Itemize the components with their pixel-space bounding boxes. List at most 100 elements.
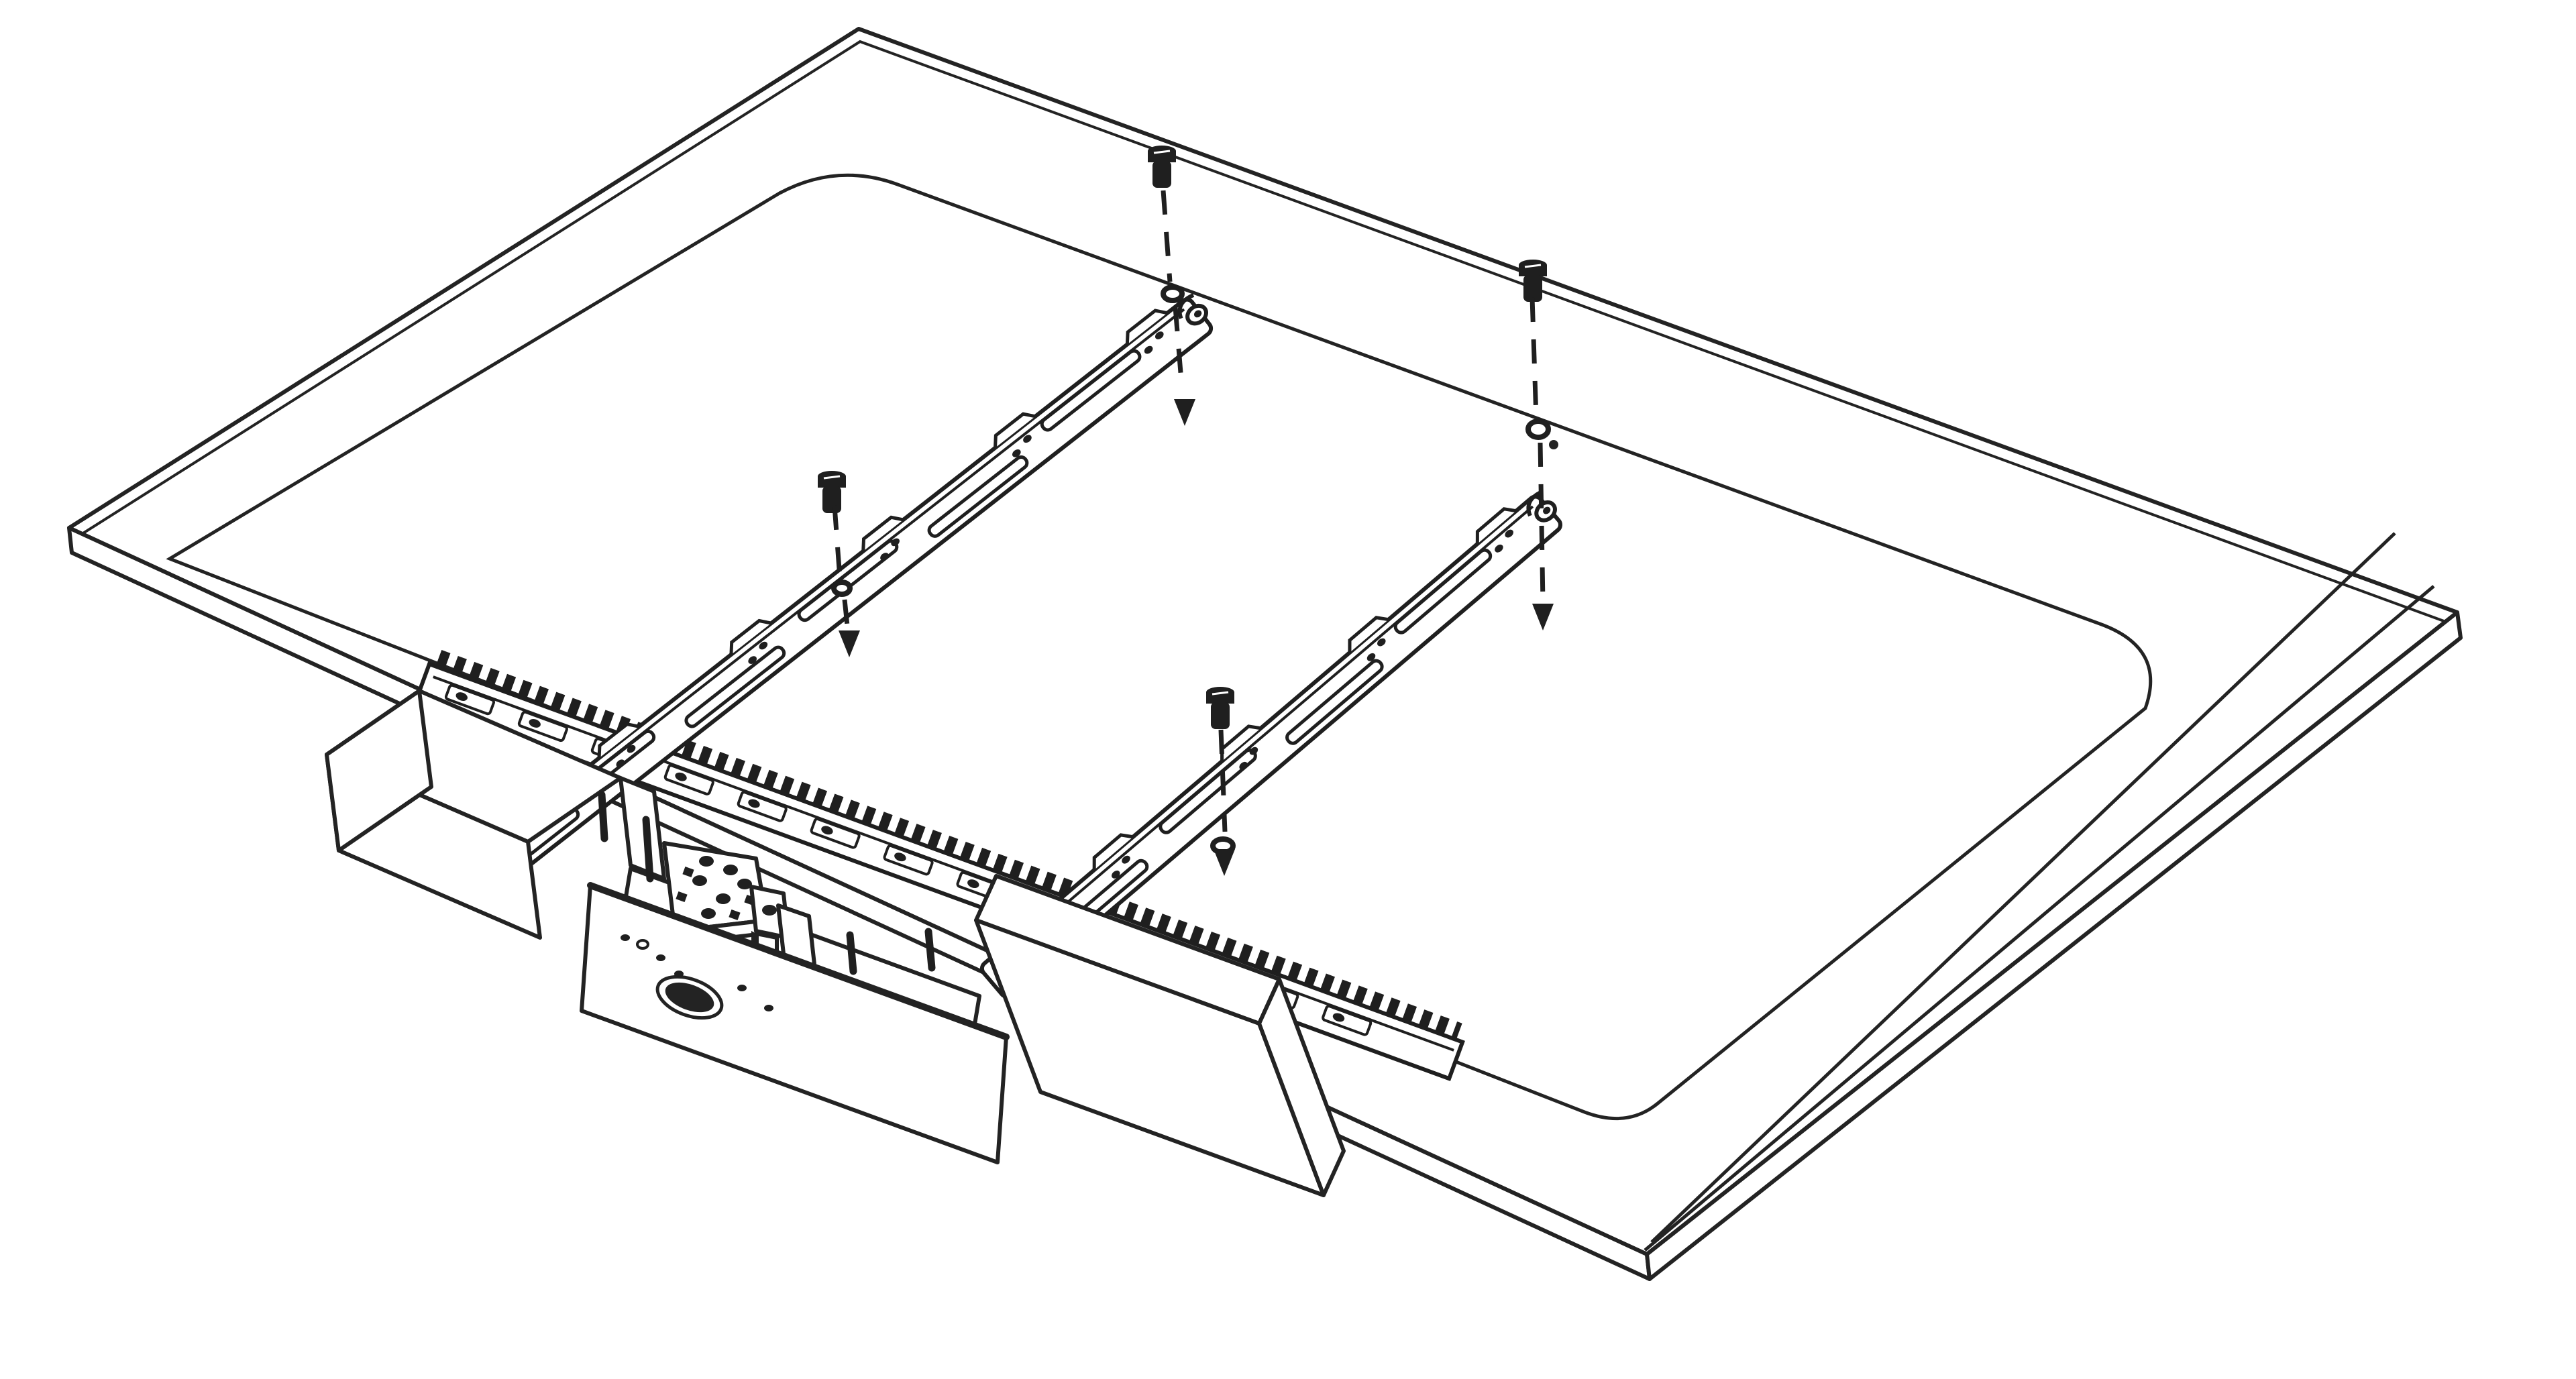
screw-body [1523,275,1542,302]
fascia-dot [674,971,684,977]
rail-clip [1092,833,1134,871]
arrow-down-icon [1532,604,1554,630]
dashed-leader-line [832,505,843,579]
panel-ledge-line-inner [1650,532,2396,1244]
rail-clip [861,515,904,551]
rail-rivet [1122,855,1130,864]
rail-end-tab [1177,293,1195,319]
rail-rivet [1249,747,1258,755]
washer-icon [1525,419,1551,440]
crossbar-hook [455,692,468,701]
fasteners-layer [818,146,1554,876]
crossbar-slot [1322,1005,1373,1036]
screw-body [822,486,841,513]
right-spacer-block [974,874,1346,1197]
left-box-side [325,689,433,852]
crossbar-hook [894,852,906,862]
fascia-marks [621,934,773,1011]
rail-rivet [616,759,625,768]
dashed-leader-line [1538,442,1546,603]
rail-rivet [1012,449,1021,457]
screw-slot-highlight [1153,150,1171,154]
plate-hole [699,856,714,867]
crossbar-hook [821,826,833,835]
fastener-1 [1148,146,1195,426]
plate-square-hole [676,891,688,903]
left-spacer-block [325,689,623,940]
panel-recess-outline [166,173,2153,1121]
plate-hole [716,893,731,904]
washer-icon [831,580,853,597]
rail-slot [927,455,1029,538]
plate-holes [676,856,756,921]
rail-clip [1125,309,1168,345]
rail-rivet [759,641,768,650]
washer-icon [1161,284,1185,303]
panel-side-right [1645,610,2463,1281]
rail-clip [1220,724,1261,761]
panel-alignment-dot [1549,440,1558,449]
tray-pin [598,791,608,842]
rail-rivet [1495,544,1503,553]
fastener-2 [1519,260,1554,630]
rail-end-hole [1543,506,1551,514]
screw-slot-highlight [823,475,841,480]
screw-body [1211,702,1230,729]
fascia-top-edge [587,882,1010,1040]
crossbar-hook [748,799,760,808]
plate-hole [723,865,738,875]
rail-clip [1348,616,1389,653]
rail-clip [729,618,772,655]
right-box-side [1257,977,1346,1197]
arrow-down-icon [1214,849,1235,876]
rail-clip [1475,507,1517,544]
crossbar-teeth [436,650,1462,1039]
dashed-leader-line [1529,297,1539,419]
rail-rivet [1155,331,1164,339]
rail-rivet [1144,345,1153,354]
fascia-dot [764,1005,773,1011]
crossbar-slot [810,818,861,849]
rail-slot [1393,548,1493,635]
crossbar-slot [737,791,788,822]
rail-slot [684,645,786,728]
tray-pin [846,931,857,975]
crossbar-hook [675,772,687,781]
dashed-leader-line [1161,190,1173,282]
screw-slot-highlight [1212,691,1229,696]
latch-slot [762,905,777,916]
arrow-down-icon [839,630,860,657]
panel-edge-highlight [76,40,2452,625]
rail-rivet [1112,870,1120,879]
fastener-4 [1206,687,1236,876]
rail-clip [994,412,1036,448]
rail-rivet [1023,435,1032,443]
crossbar-slot [883,844,934,876]
fastener-3 [818,471,860,657]
crossbar-slot [663,764,714,795]
panel-ledge-line-outer [1644,585,2435,1252]
dashed-leader-line [1218,729,1228,832]
plate-square-hole [729,909,741,921]
fascia-oval-cutout [665,982,714,1013]
rail-rivet [891,538,900,547]
fascia-dot [737,985,747,991]
rail-slot [1040,349,1142,432]
fascia-oval-ring [655,975,724,1020]
fascia-ring [636,939,649,950]
tray-pin [642,816,654,883]
screw-body [1152,161,1171,188]
rail-rivet [1377,638,1386,647]
plate-hole [701,908,716,919]
crossbar-slot [444,683,495,716]
dashed-leader-line [1173,307,1185,390]
rail-rivet [627,744,636,753]
rail-clip [597,722,640,759]
crossbar-hook [1332,1013,1345,1022]
rail-rivet [1366,653,1376,661]
rail-rivet [880,553,889,561]
crossbar-slot [517,710,568,742]
tray-pin [924,928,936,972]
rail-rivet [1505,529,1513,538]
